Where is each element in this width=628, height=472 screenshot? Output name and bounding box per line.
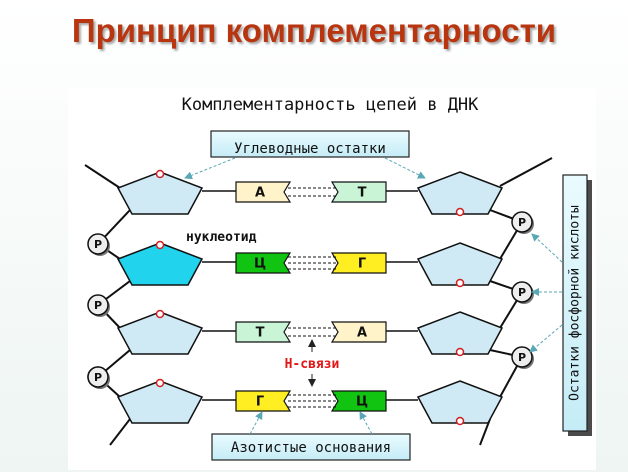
phosphate (87, 294, 109, 316)
base-label-right: Г (358, 257, 366, 272)
carb-label: Углеводные остатки (234, 141, 386, 157)
backbone-line (84, 164, 121, 189)
sugar-left (116, 380, 204, 424)
bases-label: Азотистые основания (231, 440, 391, 456)
phosphate-label-p: P (518, 286, 526, 299)
base-label-left: Т (256, 326, 265, 341)
phosphate-label-p: P (94, 238, 102, 251)
base-left (235, 321, 292, 343)
bases-label-box: Азотистые основания (211, 433, 411, 461)
sugar-left (116, 311, 204, 355)
base-left (235, 252, 292, 274)
phosphate-label-p: P (518, 216, 526, 229)
sugar-right (416, 380, 504, 424)
oxygen-atom (155, 169, 165, 179)
oxygen-atom (455, 278, 465, 288)
base-label-left: Г (256, 395, 264, 410)
base-left (235, 390, 292, 412)
base-label-right: Т (358, 186, 367, 201)
oxygen-atom (155, 240, 165, 250)
oxygen-atom (155, 309, 165, 319)
base-right (330, 321, 387, 343)
phosphate-label-box: Остатки фосфорной кислоты (562, 174, 592, 436)
phosphate (511, 346, 533, 368)
base-label-left: А (255, 186, 265, 201)
sugar-right (416, 242, 504, 286)
sugar-left (116, 171, 204, 215)
base-label-left: Ц (254, 257, 266, 272)
sugar-left (116, 242, 204, 286)
sugar-right (416, 311, 504, 355)
nucleotide-label: нуклеотид (186, 230, 257, 245)
sugar-right (416, 171, 504, 215)
phosphate (87, 233, 109, 255)
oxygen-atom (455, 416, 465, 426)
phosphate-label-p: P (94, 371, 102, 384)
base-label-right: Ц (356, 395, 368, 410)
diagram-title: Комплементарность цепей в ДНК (182, 95, 480, 115)
oxygen-atom (455, 347, 465, 357)
phosphate (511, 211, 533, 233)
base-right (330, 252, 387, 274)
base-label-right: А (357, 326, 367, 341)
phosphate-label-p: P (518, 351, 526, 364)
oxygen-atom (155, 378, 165, 388)
base-left (235, 181, 292, 203)
base-right (330, 390, 387, 412)
carb-label-box: Углеводные остатки (210, 130, 410, 158)
oxygen-atom (455, 207, 465, 217)
backbone-line (109, 418, 131, 446)
phosphate (87, 366, 109, 388)
base-right (330, 181, 387, 203)
slide-title: Принцип комплементарности (71, 12, 557, 49)
backbone-line (499, 157, 553, 187)
phosphate-label: Остатки фосфорной кислоты (568, 205, 583, 401)
phosphate-label-p: P (94, 299, 102, 312)
hbond-label: Н-связи (285, 357, 340, 372)
